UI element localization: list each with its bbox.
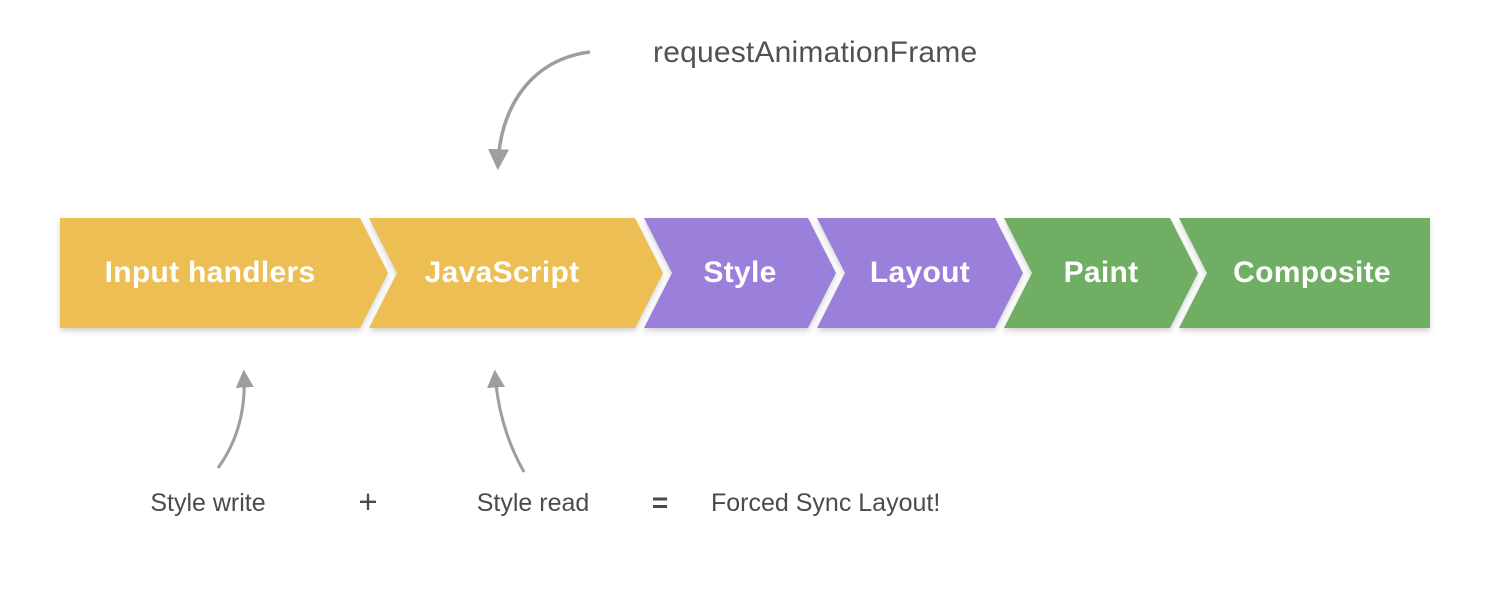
raf-label: requestAnimationFrame xyxy=(653,36,978,69)
equation-plus-sign: + xyxy=(358,483,378,520)
segment-label-javascript: JavaScript xyxy=(424,256,580,289)
pipeline-segment-style xyxy=(644,218,836,328)
pipeline-segment-javascript xyxy=(369,218,663,328)
equation-equals-sign: = xyxy=(651,487,669,518)
segment-label-layout: Layout xyxy=(869,256,971,289)
segment-label-input-handlers: Input handlers xyxy=(104,256,316,289)
pipeline-segment-composite xyxy=(1179,218,1430,328)
pipeline-bar: Input handlers JavaScript Style Layout P… xyxy=(60,218,1430,328)
equation-term-style-write: Style write xyxy=(150,489,266,517)
equation-result: Forced Sync Layout! xyxy=(711,489,941,517)
pipeline-chevrons xyxy=(60,218,1430,328)
segment-label-paint: Paint xyxy=(1063,256,1139,289)
equation-term-style-read: Style read xyxy=(476,489,590,517)
segment-label-style: Style xyxy=(703,256,777,289)
pipeline-segment-input-handlers xyxy=(60,218,388,328)
style-write-arrow xyxy=(216,369,254,469)
pipeline-segment-layout xyxy=(817,218,1023,328)
raf-arrow xyxy=(488,50,591,171)
style-read-arrow xyxy=(487,369,526,473)
segment-label-composite: Composite xyxy=(1233,256,1391,289)
pipeline-segment-paint xyxy=(1004,218,1198,328)
